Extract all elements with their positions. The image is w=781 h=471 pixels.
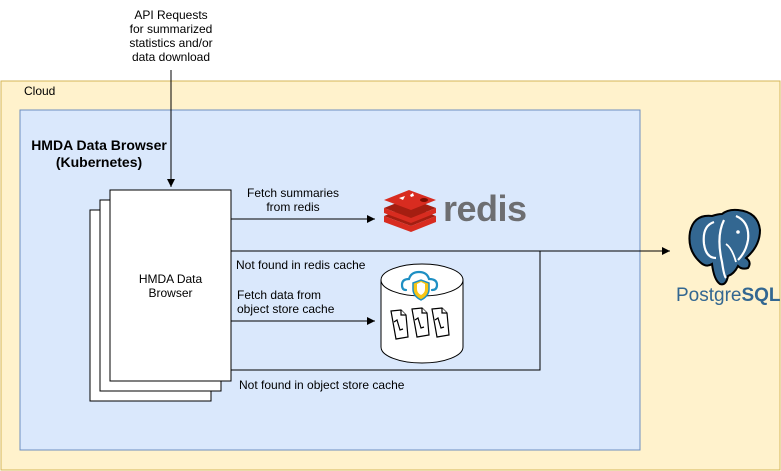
service-page-front xyxy=(109,189,232,382)
not-found-object-label: Not found in object store cache xyxy=(239,378,405,392)
cluster-title: HMDA Data Browser (Kubernetes) xyxy=(31,137,167,170)
object-store-icon xyxy=(380,263,464,364)
not-found-redis-label: Not found in redis cache xyxy=(236,258,366,272)
postgres-prefix: Postgre xyxy=(676,285,742,306)
postgres-logo-text: PostgreSQL xyxy=(676,285,781,307)
fetch-redis-label: Fetch summaries from redis xyxy=(246,186,340,214)
postgres-elephant-icon xyxy=(688,208,762,286)
service-stack xyxy=(89,189,232,402)
fetch-object-label: Fetch data from object store cache xyxy=(237,288,335,316)
documents-icon xyxy=(390,307,450,340)
service-label: HMDA Data Browser xyxy=(138,272,203,300)
postgres-suffix: SQL xyxy=(741,285,781,306)
cloud-shield-icon xyxy=(400,270,439,301)
redis-logo-icon xyxy=(384,190,436,232)
cloud-label: Cloud xyxy=(24,84,56,98)
api-requests-label: API Requests for summarized statistics a… xyxy=(129,8,213,64)
object-fallback-connector xyxy=(231,251,541,371)
redis-logo-text: redis xyxy=(443,188,527,229)
